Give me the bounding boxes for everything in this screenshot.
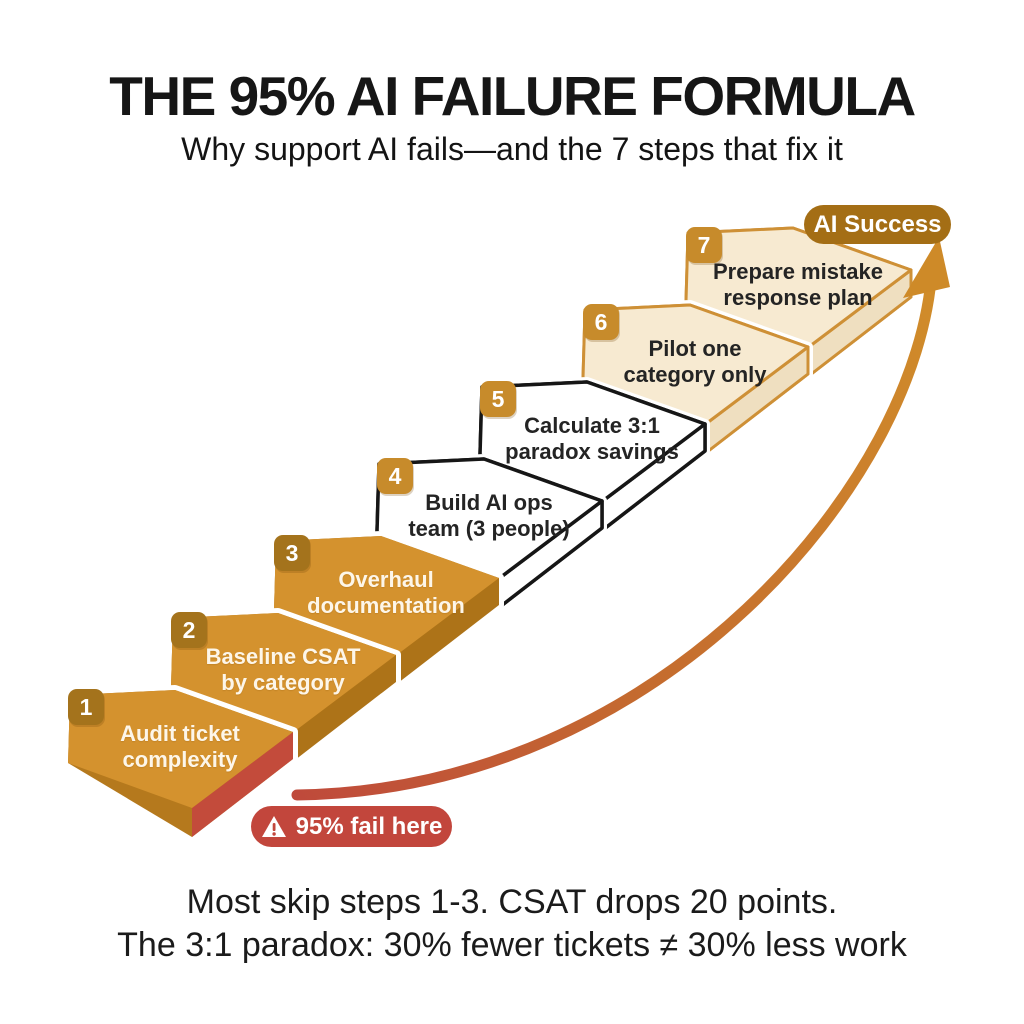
step-5-number-badge: 5 — [480, 381, 516, 417]
page-subtitle: Why support AI fails—and the 7 steps tha… — [181, 131, 843, 167]
step-6-tile — [578, 300, 813, 457]
footer-line-1: Most skip steps 1-3. CSAT drops 20 point… — [186, 883, 838, 921]
step-6-number-badge: 6 — [583, 304, 619, 340]
step-3-number-badge: 3 — [274, 535, 310, 571]
step-7-tile — [681, 223, 916, 380]
page-title: THE 95% AI FAILURE FORMULA — [109, 65, 916, 127]
step-1-number-badge: 1 — [68, 689, 104, 725]
growth-arrow — [291, 262, 938, 801]
ai-success-badge: AI Success — [804, 205, 951, 244]
step-1-tile — [63, 685, 298, 842]
step-2-number-badge: 2 — [171, 612, 207, 648]
step-7-number-badge: 7 — [686, 227, 722, 263]
footer-takeaways: Most skip steps 1-3. CSAT drops 20 point… — [0, 881, 1024, 967]
step-4-number-badge: 4 — [377, 458, 413, 494]
fail-badge: 95% fail here — [251, 806, 452, 847]
step-3-tile — [269, 531, 504, 688]
warning-triangle-icon — [261, 815, 286, 837]
fail-badge-label: 95% fail here — [295, 812, 443, 840]
growth-arrowhead — [903, 237, 950, 298]
ai-success-label: AI Success — [813, 210, 942, 238]
fail-edge-face — [192, 732, 293, 837]
footer-line-2: The 3:1 paradox: 30% fewer tickets ≠ 30%… — [117, 926, 907, 964]
step-4-tile — [372, 454, 607, 611]
step-2-tile — [166, 608, 401, 765]
